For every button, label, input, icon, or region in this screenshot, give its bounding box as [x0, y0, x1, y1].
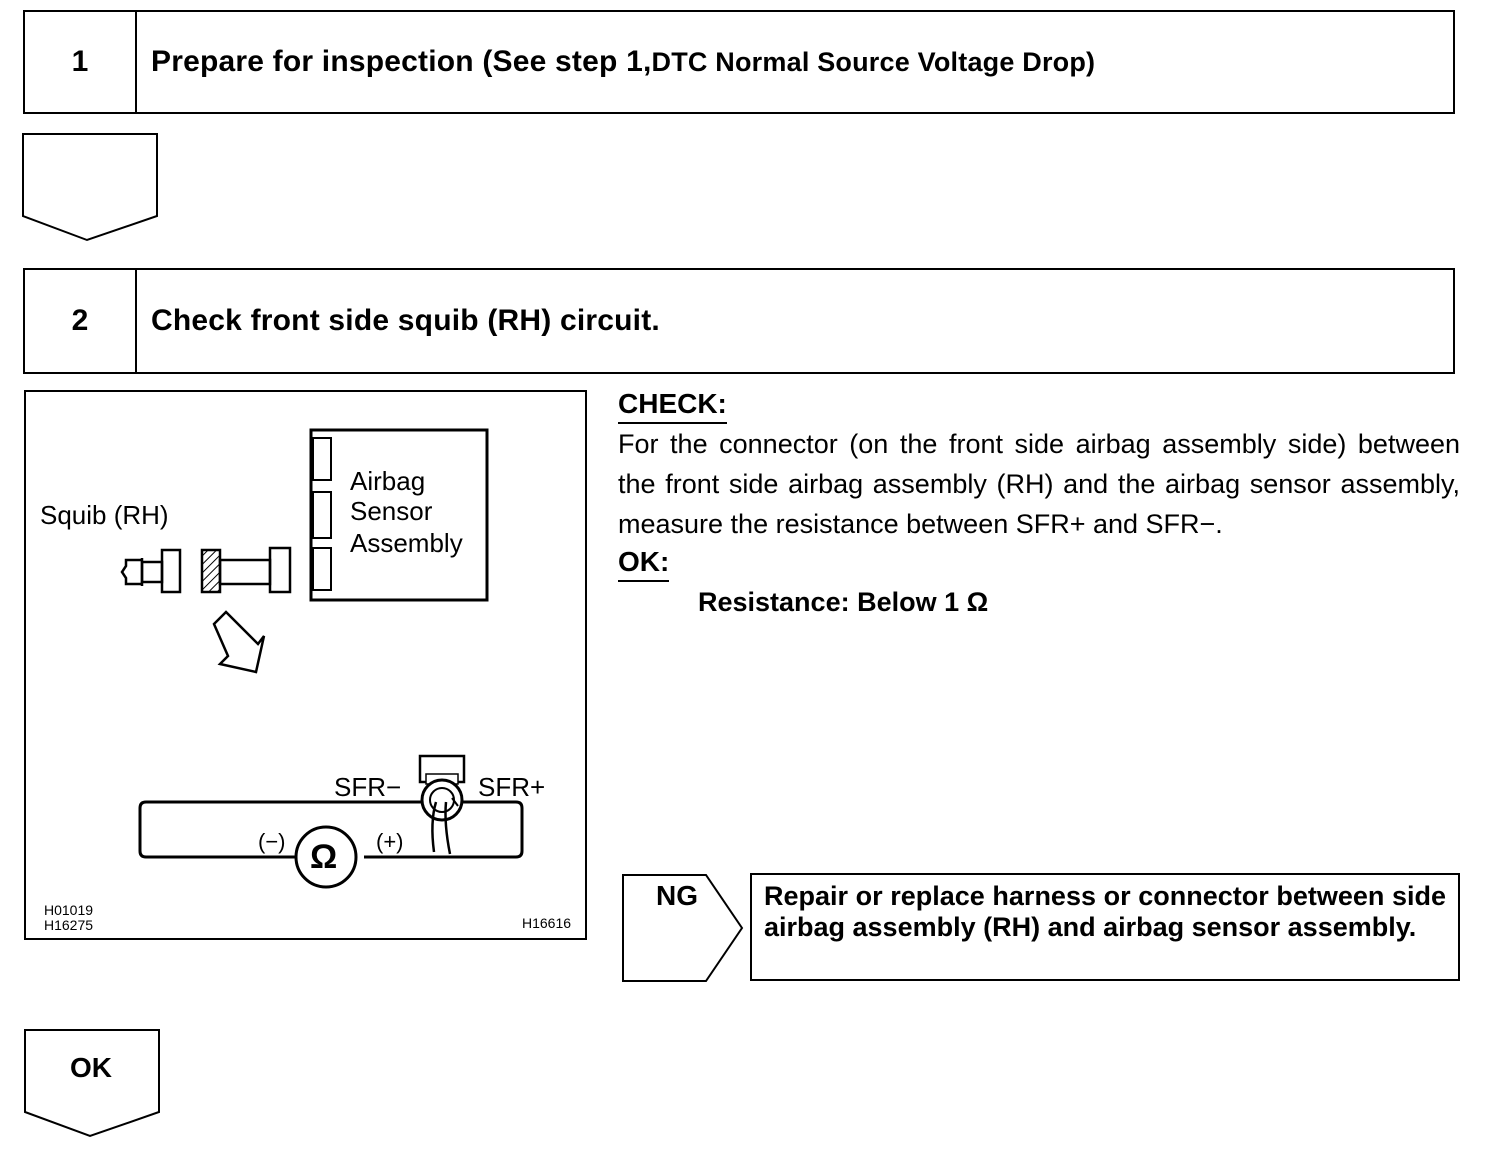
check-instructions: For the connector (on the front side air… — [618, 429, 1460, 539]
figure-code-left-1: H01019 — [44, 902, 94, 918]
hatched-connector — [200, 548, 222, 594]
sensor-label-line-1: Airbag — [350, 466, 426, 496]
inspection-illustration: Squib (RH) Airbag Sensor Assembly SFR− S… — [24, 390, 587, 940]
wiring-diagram — [120, 428, 524, 889]
step-1-number: 1 — [25, 12, 137, 112]
hollow-arrow-icon — [212, 610, 266, 674]
sensor-label-line-3: Assembly — [350, 528, 463, 558]
resistance-spec: Resistance: Below 1 Ω — [698, 587, 989, 617]
ng-action-box: Repair or replace harness or connector b… — [750, 873, 1460, 981]
probe-minus-label: (−) — [258, 829, 286, 854]
ohm-symbol: Ω — [310, 838, 338, 876]
step-2-header: 2 Check front side squib (RH) circuit. — [23, 268, 1455, 374]
check-block: CHECK: For the connector (on the front s… — [618, 386, 1460, 622]
step-1-title-main: Prepare for inspection (See step 1, — [151, 45, 652, 78]
ng-arrow — [622, 874, 744, 982]
check-heading: CHECK: — [618, 386, 727, 424]
step-1-title-tail: DTC Normal Source Voltage Drop) — [651, 46, 1096, 77]
sensor-assembly-box — [309, 428, 489, 602]
squib-label: Squib (RH) — [40, 500, 169, 530]
step-2-number: 2 — [25, 270, 137, 372]
flow-arrow-1 — [22, 133, 158, 242]
probe-plus-label: (+) — [376, 829, 404, 854]
ok-arrow — [24, 1029, 160, 1138]
squib-connector — [120, 558, 142, 586]
ohmmeter-circuit — [138, 800, 524, 859]
ok-label: OK — [70, 1052, 112, 1083]
sfr-plus-label: SFR+ — [478, 772, 546, 802]
ng-label: NG — [656, 880, 698, 911]
step-1-title: Prepare for inspection (See step 1, DTC … — [137, 12, 1453, 112]
ok-heading: OK: — [618, 544, 670, 582]
figure-code-right: H16616 — [522, 915, 572, 931]
step-2-title: Check front side squib (RH) circuit. — [151, 304, 660, 337]
step-1-header: 1 Prepare for inspection (See step 1, DT… — [23, 10, 1455, 114]
sfr-minus-label: SFR− — [334, 772, 402, 802]
ohmmeter-icon — [294, 825, 358, 889]
sensor-label-line-2: Sensor — [350, 496, 433, 526]
figure-code-left-2: H16275 — [44, 917, 94, 933]
